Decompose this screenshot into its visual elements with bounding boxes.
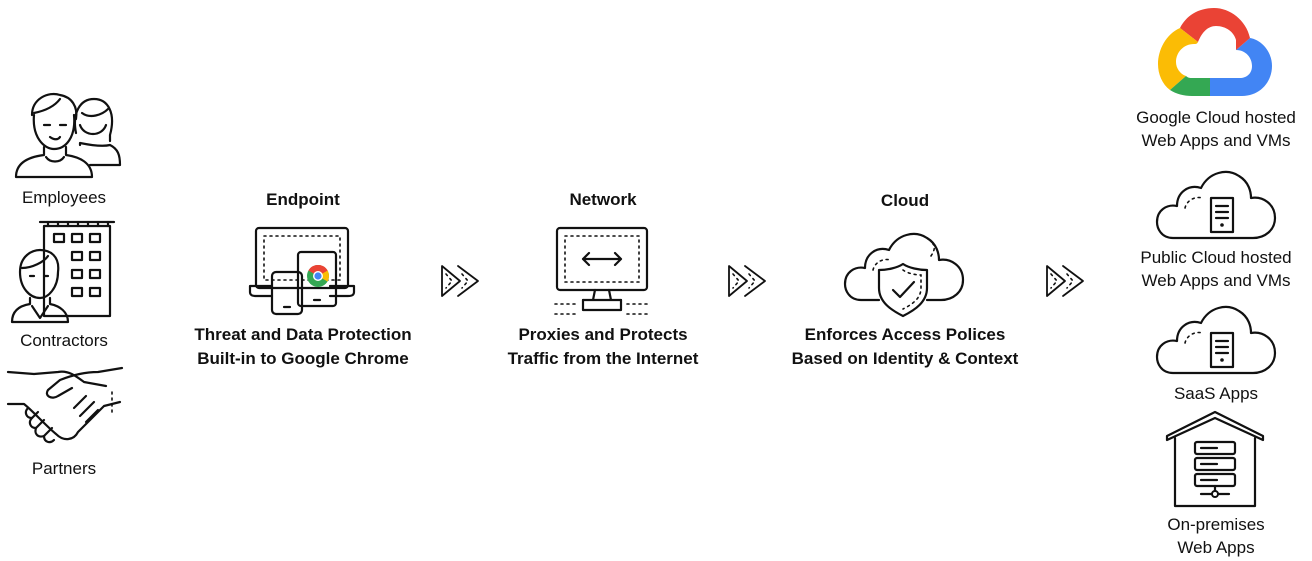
- gcp-target-line2: Web Apps and VMs: [1141, 131, 1291, 150]
- saas-label: SaaS Apps: [1173, 384, 1259, 403]
- network-monitor-icon: [554, 226, 652, 315]
- endpoint-devices-icon: [248, 226, 356, 316]
- endpoint-caption-line1: Threat and Data Protection: [194, 325, 412, 344]
- handshake-icon: [6, 366, 124, 444]
- endpoint-caption: Threat and Data Protection Built-in to G…: [183, 323, 423, 371]
- on-premises-line1: On-premises: [1167, 515, 1265, 534]
- partners-label: Partners: [31, 459, 97, 478]
- gcp-target-label: Google Cloud hosted Web Apps and VMs: [1118, 106, 1312, 152]
- public-cloud-line2: Web Apps and VMs: [1141, 271, 1291, 290]
- gcp-target-line1: Google Cloud hosted: [1136, 108, 1296, 127]
- employees-label: Employees: [21, 188, 107, 207]
- employees-icon: [14, 92, 122, 179]
- chrome-logo-icon: [307, 265, 329, 287]
- fast-forward-arrow-icon: [728, 265, 766, 297]
- contractors-label: Contractors: [20, 331, 108, 350]
- on-premises-line2: Web Apps: [1177, 538, 1255, 557]
- google-cloud-logo-icon: [1158, 8, 1272, 96]
- public-cloud-label: Public Cloud hosted Web Apps and VMs: [1118, 246, 1312, 292]
- cloud-caption-line2: Based on Identity & Context: [791, 349, 1019, 368]
- cloud-caption: Enforces Access Polices Based on Identit…: [785, 323, 1025, 371]
- on-premises-label: On-premises Web Apps: [1118, 513, 1312, 559]
- cloud-caption-line1: Enforces Access Polices: [804, 325, 1006, 344]
- public-cloud-line1: Public Cloud hosted: [1140, 248, 1292, 267]
- endpoint-caption-line2: Built-in to Google Chrome: [197, 349, 409, 368]
- cloud-shield-icon: [843, 232, 965, 318]
- network-caption: Proxies and Protects Traffic from the In…: [483, 323, 723, 371]
- network-caption-line2: Traffic from the Internet: [507, 349, 699, 368]
- on-premises-server-icon: [1165, 410, 1265, 508]
- saas-cloud-server-icon: [1155, 305, 1277, 375]
- public-cloud-server-icon: [1155, 170, 1277, 240]
- network-title: Network: [569, 190, 637, 209]
- contractors-icon: [10, 220, 116, 324]
- endpoint-title: Endpoint: [266, 190, 340, 209]
- fast-forward-arrow-icon: [441, 265, 479, 297]
- cloud-title: Cloud: [880, 191, 930, 210]
- network-caption-line1: Proxies and Protects: [518, 325, 688, 344]
- fast-forward-arrow-icon: [1046, 265, 1084, 297]
